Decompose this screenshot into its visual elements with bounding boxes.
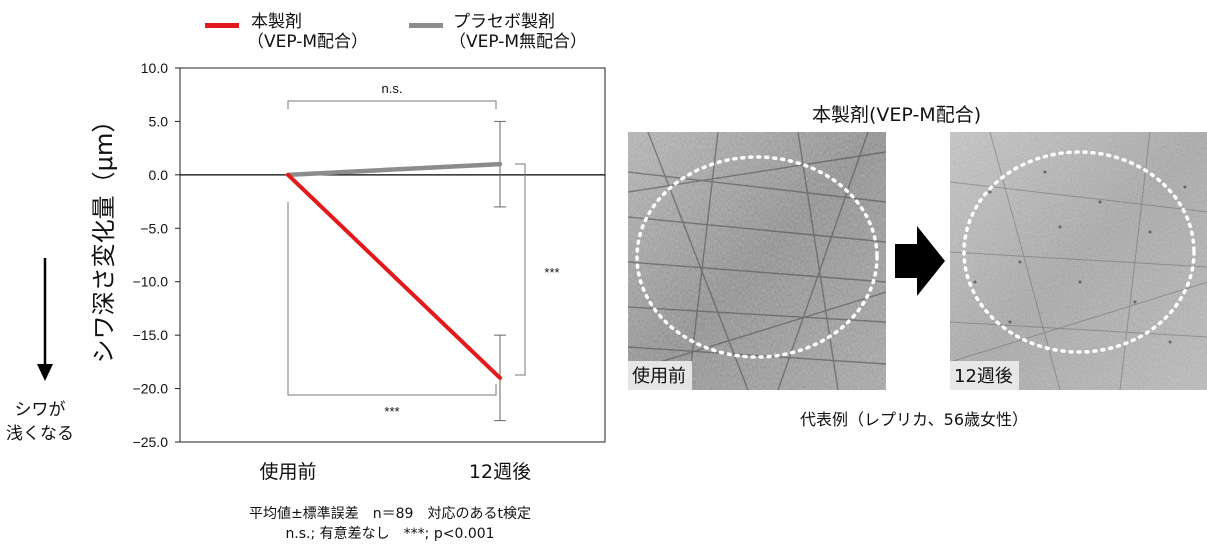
direction-note: シワが 浅くなる [6,398,74,446]
plot-frame [179,67,606,443]
bracket-between [515,163,526,376]
x-category-label: 使用前 [259,461,316,483]
y-tick-label: −20.0 [133,381,169,397]
significance-brackets: n.s. *** *** [287,81,560,419]
photo-before: 使用前 [628,132,886,390]
focus-ellipse [635,155,879,359]
y-axis-label: シワ深さ変化量（μm） [90,109,118,364]
x-category-label: 12週後 [469,461,531,483]
legend-active-detail: （VEP-M配合） [247,32,369,52]
y-axis-ticks: 10.0 5.0 0.0 −5.0 −10.0 −15.0 −20.0 −25.0 [133,60,180,450]
focus-ellipse [962,150,1196,354]
legend-placebo-detail: （VEP-M無配合） [449,32,588,52]
photo-after-label: 12週後 [950,361,1019,390]
y-tick-label: −15.0 [133,327,169,343]
sig-label-placebo: n.s. [382,81,403,96]
direction-note-line2: 浅くなる [6,424,74,444]
chart-axes [179,67,606,443]
legend-label-active: 本製剤 （VEP-M配合） [247,12,368,52]
skin-replica-image-before [628,132,886,390]
legend-active-name: 本製剤 [251,12,302,32]
bracket-placebo [287,100,497,109]
photo-after: 12週後 [950,132,1207,390]
legend: 本製剤 （VEP-M配合） プラセボ製剤 （VEP-M無配合） [205,12,605,60]
sig-label-active: *** [384,404,399,419]
photo-heading: 本製剤(VEP-M配合) [812,104,982,126]
down-arrow-head [37,364,53,381]
y-tick-label: −5.0 [140,220,168,236]
y-tick-label: 10.0 [141,60,168,76]
sig-label-between: *** [544,265,559,280]
footnote: 平均値±標準誤差 n＝89 対応のあるt検定 n.s.; 有意差なし ***; … [150,504,630,544]
legend-swatch-placebo [409,23,443,28]
y-tick-label: −10.0 [133,274,169,290]
series-lines [285,161,503,380]
legend-swatch-active [205,23,239,28]
direction-note-line1: シワが [14,400,66,420]
right-arrow-icon [895,226,945,296]
bracket-active [287,202,497,396]
series-line-active [286,172,502,380]
x-axis-categories: 使用前 12週後 [259,461,531,483]
down-arrow-icon [37,258,53,381]
y-tick-label: −25.0 [133,434,169,450]
legend-label-placebo: プラセボ製剤 （VEP-M無配合） [449,12,587,52]
skin-replica-image-after [950,132,1207,390]
photo-before-label: 使用前 [628,361,692,390]
legend-placebo-name: プラセボ製剤 [453,12,555,32]
y-tick-label: 0.0 [149,167,169,183]
series-line-placebo [285,161,503,178]
photo-caption: 代表例（レプリカ、56歳女性） [800,410,1029,429]
y-tick-label: 5.0 [149,113,169,129]
footnote-line2: n.s.; 有意差なし ***; p<0.001 [285,526,495,542]
footnote-line1: 平均値±標準誤差 n＝89 対応のあるt検定 [249,506,531,522]
